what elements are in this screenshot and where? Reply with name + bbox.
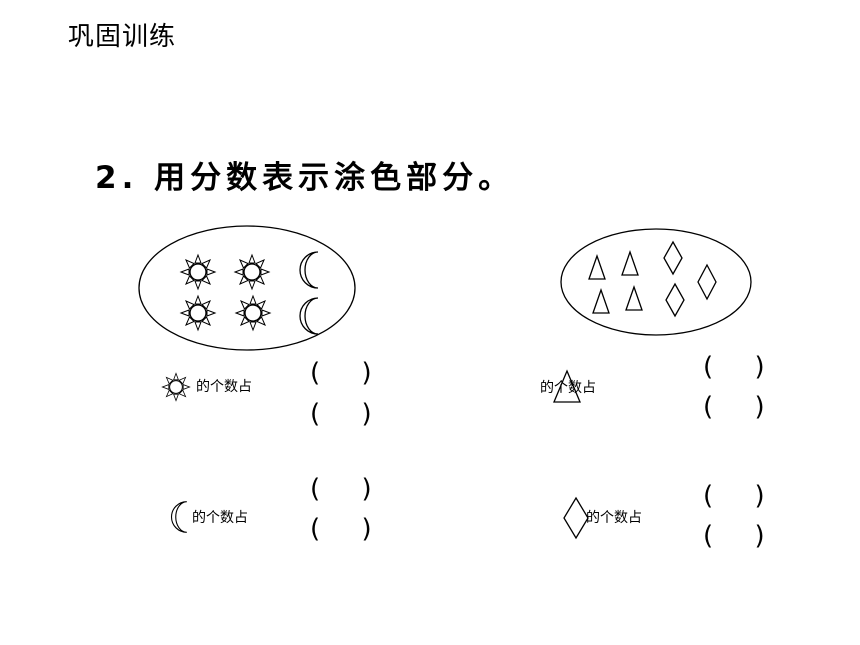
triangle-numerator-blank[interactable]: ( ): [703, 352, 765, 382]
moon-icon: [170, 501, 188, 533]
triangle-icon: [588, 254, 606, 280]
moon-icon: [299, 297, 319, 335]
triangle-icon: [592, 288, 610, 314]
sun-icon: [234, 254, 270, 290]
diamond-icon: [665, 282, 685, 318]
diamond-numerator-blank[interactable]: ( ): [703, 481, 765, 511]
triangle-icon: [621, 250, 639, 276]
moon-fraction-label: 的个数占: [192, 510, 248, 526]
triangle-denominator-blank[interactable]: ( ): [703, 392, 765, 422]
moon-denominator-blank[interactable]: ( ): [310, 514, 372, 544]
sun-icon: [235, 295, 271, 331]
left-ellipse: [138, 225, 356, 351]
right-ellipse: [560, 228, 752, 336]
moon-numerator-blank[interactable]: ( ): [310, 474, 372, 504]
triangle-fraction-label: 的个数占: [540, 380, 596, 396]
sun-numerator-blank[interactable]: ( ): [310, 358, 372, 388]
section-title: 巩固训练: [68, 22, 177, 52]
diamond-icon: [663, 240, 683, 276]
sun-icon: [161, 372, 191, 402]
diamond-icon: [563, 496, 589, 540]
sun-icon: [180, 295, 216, 331]
sun-denominator-blank[interactable]: ( ): [310, 399, 372, 429]
sun-fraction-label: 的个数占: [196, 379, 252, 395]
diamond-icon: [697, 263, 717, 301]
triangle-icon: [553, 369, 581, 403]
triangle-icon: [625, 285, 643, 311]
sun-icon: [180, 254, 216, 290]
question-text: 2. 用分数表示涂色部分。: [95, 160, 515, 196]
diamond-fraction-label: 的个数占: [586, 510, 642, 526]
diamond-denominator-blank[interactable]: ( ): [703, 521, 765, 551]
moon-icon: [299, 251, 319, 289]
